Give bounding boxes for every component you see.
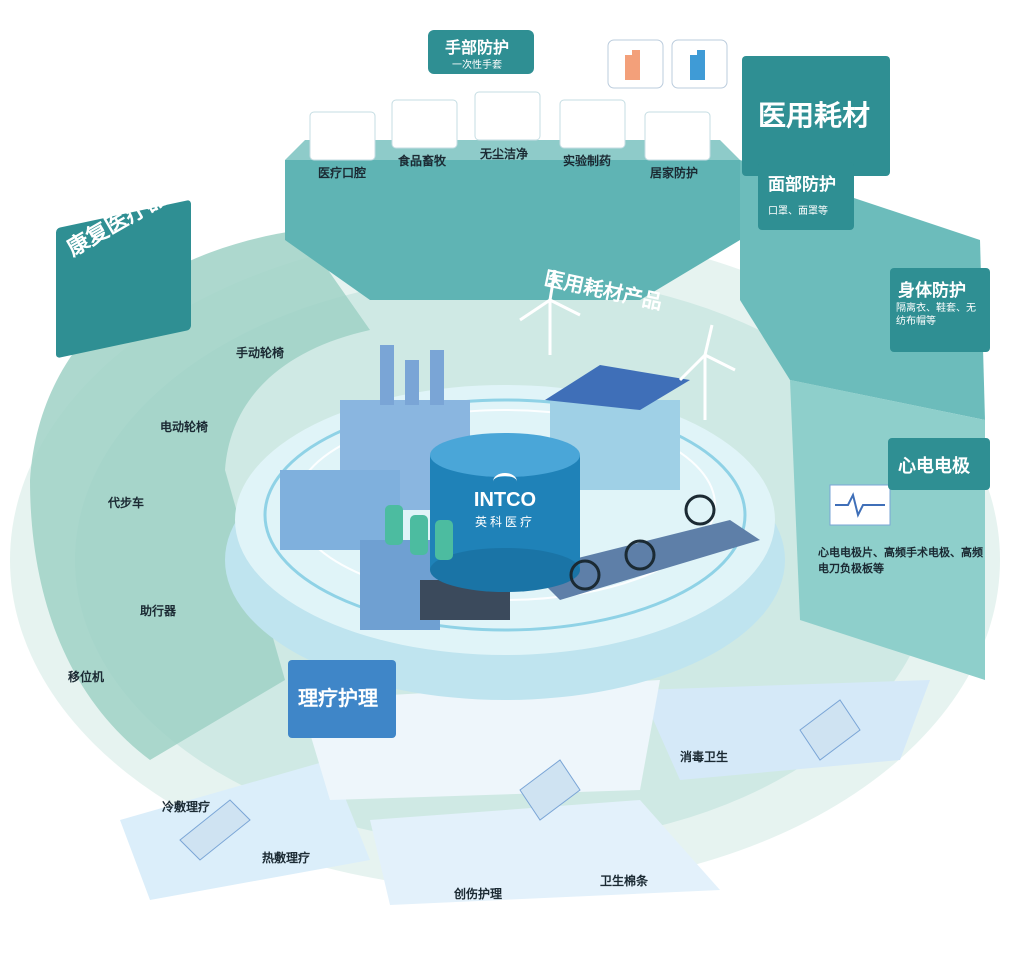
glove-icon [385,505,453,560]
manual-wheelchair-label: 手动轮椅 [236,346,285,360]
therapy-tag: 理疗护理 [288,660,396,738]
gloves-subtitle: 一次性手套 [452,60,502,71]
face-title: 面部防护 [768,175,836,195]
intco-tower [430,433,580,592]
scooter-label: 代步车 [108,496,145,510]
body-tag: 身体防护 隔离衣、鞋套、无纺布帽等 [890,268,990,352]
logo-en: INTCO [473,489,537,511]
disinfect-label: 消毒卫生 [680,750,729,764]
rehab-wedge [30,230,370,760]
consumables-banner: 医用耗材 [742,56,890,176]
tampon-label: 卫生棉条 [600,874,649,888]
face-tag: 面部防护 口罩、面罩等 [758,162,854,230]
gloves-tag: 手部防护 一次性手套 [428,30,534,74]
glove-use-cleanroom: 无尘洁净 [480,147,529,161]
walker-label: 助行器 [140,604,177,618]
hot-therapy-label: 热敷理疗 [262,851,311,865]
glove-use-scenes [309,91,711,161]
body-subtitle: 隔离衣、鞋套、无纺布帽等 [896,303,976,327]
ecg-title: 心电电极 [898,456,970,477]
ecg-tag: 心电电极 [888,438,990,490]
wheelchair-icon [569,494,716,591]
cold-therapy-label: 冷敷理疗 [162,800,211,814]
ecg-monitor-icon [829,484,891,526]
electric-wheelchair-label: 电动轮椅 [160,420,209,434]
gloves-title: 手部防护 [445,38,510,57]
body-title: 身体防护 [898,281,966,301]
wind-turbine-icon [519,269,736,420]
face-subtitle: 口罩、面罩等 [768,206,828,217]
wound-care-label: 创伤护理 [454,887,503,901]
glove-sample-icon [607,39,728,89]
logo-cn: 英科医疗 [474,515,535,529]
consumables-title: 医用耗材 [758,99,871,132]
therapy-title: 理疗护理 [298,686,378,710]
glove-use-medical: 医疗口腔 [318,166,367,180]
escalator-icon [179,699,861,861]
intco-logo: INTCO 英科医疗 [450,473,560,535]
glove-use-food: 食品畜牧 [398,154,447,168]
ecg-subtitle: 心电电极片、高频手术电极、高频电刀负极板等 [818,546,983,575]
glove-use-lab: 实验制药 [563,154,612,168]
glove-use-home: 居家防护 [650,166,699,180]
transfer-label: 移位机 [68,670,105,684]
logo-mark-icon [493,473,517,490]
